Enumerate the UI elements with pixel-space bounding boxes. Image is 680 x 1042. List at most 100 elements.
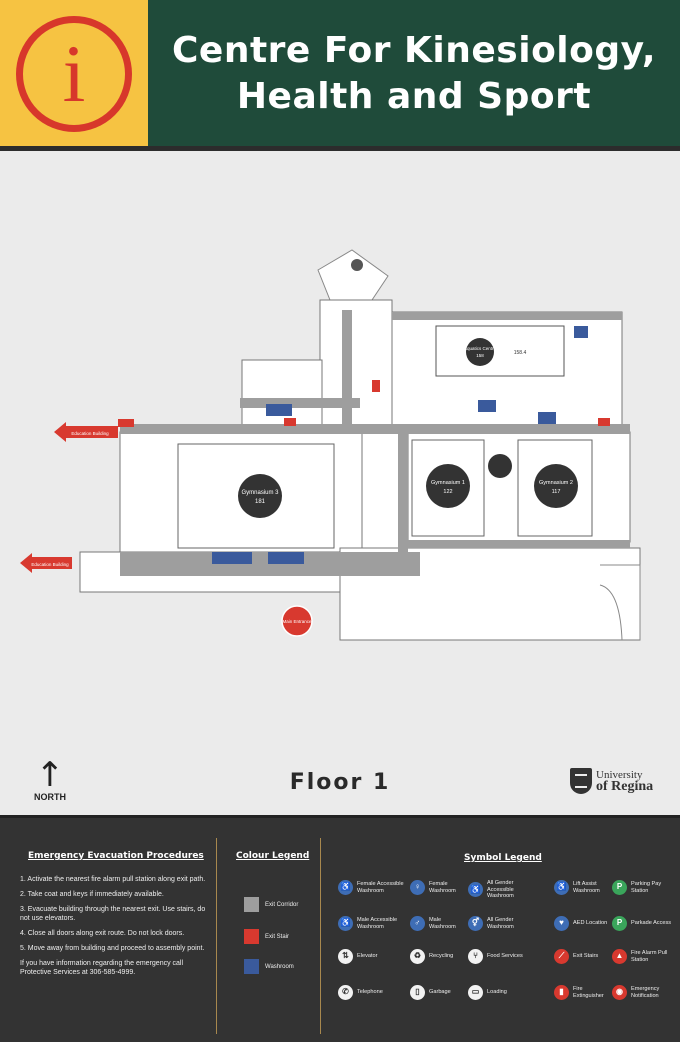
symbol-legend-title: Symbol Legend [464,853,542,863]
symbol-male-washroom: ♂Male Washroom [410,916,466,931]
exit-stair-west [118,419,134,427]
colour-legend-exit-stair: Exit Stair [244,929,289,944]
loading-icon: ▭ [468,985,483,1000]
gym1-number: 122 [443,489,452,495]
north-arrow-icon: ↑ [35,755,65,795]
university-logo: University of Regina [570,765,666,797]
symbol-male-accessible-washroom: ♿Male Accessible Washroom [338,916,408,931]
gym2-number: 117 [552,489,561,495]
university-crest-icon [570,768,592,794]
north-annex-marker [351,259,363,271]
washroom-south-1 [212,552,252,564]
header-divider [0,146,680,151]
colour-legend-washroom: Washroom [244,959,294,974]
female-accessible-washroom-icon: ♿ [338,880,353,895]
washroom-north-east [574,326,588,338]
symbol-fire-alarm: ▲Fire Alarm Pull Station [612,949,674,964]
evacuation-title: Emergency Evacuation Procedures [28,851,204,861]
north-annex [317,249,389,301]
all-gender-washroom-icon: ⚥ [468,916,483,931]
gym3-marker [238,474,282,518]
legend-panel: Emergency Evacuation Procedures 1. Activ… [0,815,680,1042]
fire-alarm-icon: ▲ [612,949,627,964]
washroom-aquatics-1 [478,400,496,412]
telephone-icon: ✆ [338,985,353,1000]
male-washroom-icon: ♂ [410,916,425,931]
gym3-number: 181 [255,499,266,505]
male-accessible-washroom-icon: ♿ [338,916,353,931]
exit-stair-north [372,380,380,392]
building-title-line2: Health and Sport [236,76,592,117]
fire-extinguisher-icon: ▮ [554,985,569,1000]
exit-stair-east [598,418,610,426]
aquatics-number: 158 [476,353,484,358]
parkade-access-icon: P [612,916,627,931]
north-wing [319,299,393,441]
food-services-icon: ⑂ [468,949,483,964]
corridor-gym-south [408,540,630,548]
colour-legend-title: Colour Legend [236,851,310,861]
info-icon: i [16,16,132,132]
gym3-label: Gymnasium 3 [241,490,279,496]
exit-stairs-icon: ⟋ [554,949,569,964]
emergency-notification-icon: ◉ [612,985,627,1000]
evacuation-steps: 1. Activate the nearest fire alarm pull … [20,876,206,976]
floor-plan: Aquatics Centre 158 158.4 Gymnasium 3 18… [20,249,641,641]
exit-stair-central [284,418,296,426]
exit-label-education-south: Education Building [31,562,69,567]
exit-label-education-north: Education Building [71,431,109,436]
colour-legend-exit-corridor: Exit Corridor [244,897,298,912]
main-entrance-label: Main Entrance [282,619,312,624]
gym2-label: Gymnasium 2 [539,480,573,486]
swatch-washroom [244,959,259,974]
elevator-icon: ⇅ [338,949,353,964]
parking-pay-station-icon: P [612,880,627,895]
central-room-marker [488,454,512,478]
symbol-elevator: ⇅Elevator [338,949,408,964]
floor-label: Floor 1 [289,770,391,795]
symbol-all-gender-washroom: ⚥All Gender Washroom [468,916,524,931]
recycling-icon: ♻ [410,949,425,964]
symbol-female-accessible-washroom: ♿Female Accessible Washroom [338,880,408,895]
divider-2 [320,838,321,1034]
floor-map: Aquatics Centre 158 158.4 Gymnasium 3 18… [0,151,680,815]
gym1-label: Gymnasium 1 [431,480,465,486]
outdoor-outline [599,564,641,641]
symbol-food-services: ⑂Food Services [468,949,524,964]
symbol-recycling: ♻Recycling [410,949,466,964]
corridor-west-upper [240,398,360,408]
west-wing-upper [241,359,323,431]
title-panel: Centre For Kinesiology, Health and Sport [148,0,680,148]
symbol-telephone: ✆Telephone [338,985,408,1000]
symbol-garbage: ▯Garbage [410,985,466,1000]
building-title-line1: Centre For Kinesiology, [172,30,656,71]
corridor-aquatics-top [392,312,622,320]
pool [435,325,565,377]
all-gender-accessible-washroom-icon: ♿ [468,882,483,898]
corridor-central [398,432,408,552]
symbol-lift-assist-washroom: ♿Lift Assist Washroom [554,880,610,895]
washroom-aquatics-2 [538,412,556,424]
north-indicator: ↑ NORTH [28,755,72,802]
symbol-exit-stairs: ⟋Exit Stairs [554,949,610,964]
main-entrance-marker [281,605,313,637]
symbol-emergency-notification: ◉Emergency Notification [612,985,674,1000]
corridor-north [342,310,352,430]
washroom-south-2 [268,552,304,564]
symbol-aed: ♥AED Location [554,916,610,931]
exit-arrow-education-north [54,422,118,442]
symbol-female-washroom: ♀Female Washroom [410,880,466,895]
corridor-main [120,424,630,434]
aed-icon: ♥ [554,916,569,931]
divider-1 [216,838,217,1034]
symbol-loading: ▭Loading [468,985,524,1000]
symbol-fire-extinguisher: ▮Fire Extinguisher [554,985,610,1000]
gym1-marker [426,464,470,508]
pool-number: 158.4 [514,350,527,356]
symbol-all-gender-accessible-washroom: ♿All Gender Accessible Washroom [468,880,524,900]
header: i Centre For Kinesiology, Health and Spo… [0,0,680,151]
info-sign: i [0,0,148,148]
swatch-exit-corridor [244,897,259,912]
